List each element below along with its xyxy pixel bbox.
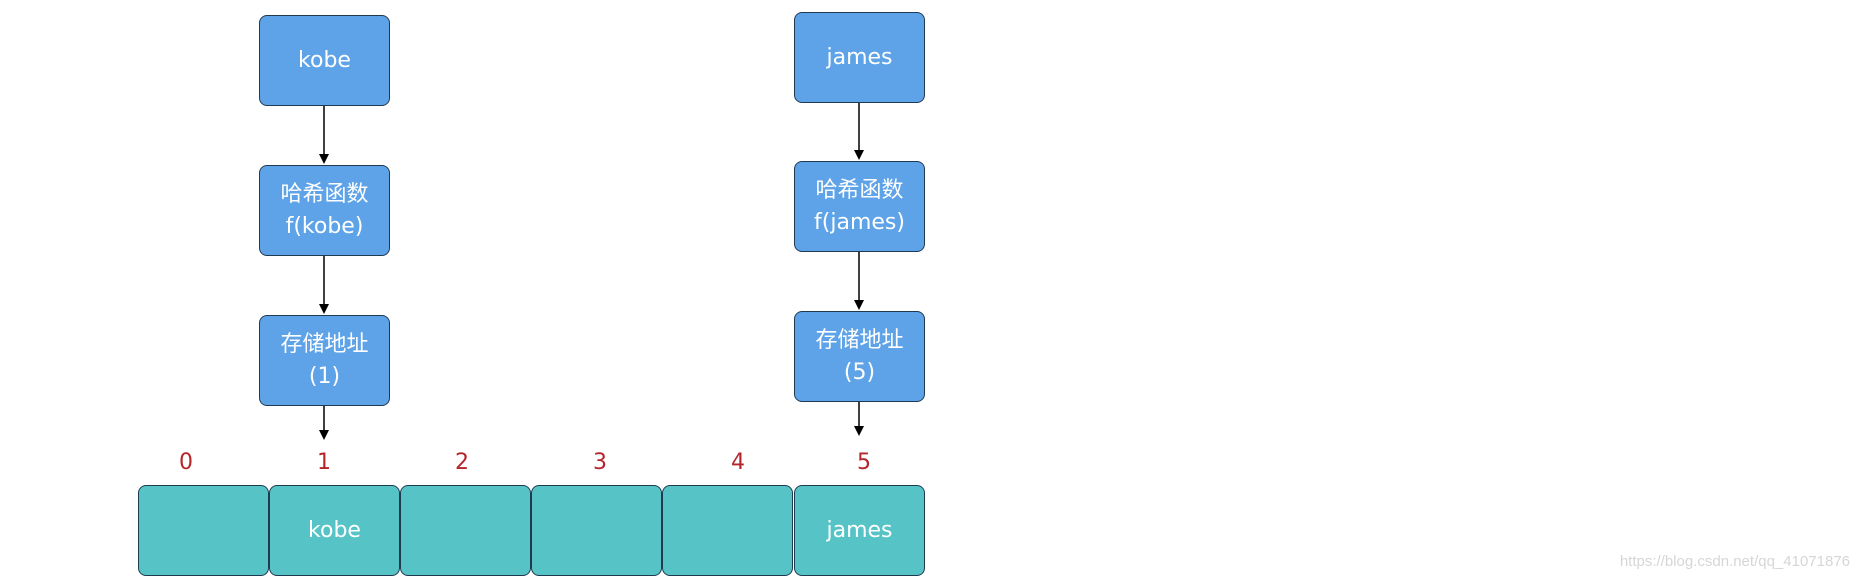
array-cell-5: james — [794, 485, 925, 576]
storage-address-value: (1) — [308, 363, 341, 389]
array-cell-4 — [662, 485, 793, 576]
storage-address-node-james: 存储地址 (5) — [794, 311, 925, 402]
key-node-james: james — [794, 12, 925, 103]
watermark: https://blog.csdn.net/qq_41071876 — [1619, 553, 1850, 570]
array-cell-2 — [400, 485, 531, 576]
storage-address-value: (5) — [843, 359, 876, 385]
hash-function-node-kobe: 哈希函数 f(kobe) — [259, 165, 390, 256]
array-index-5: 5 — [857, 450, 871, 475]
storage-address-title: 存储地址 — [280, 331, 369, 357]
hash-function-title: 哈希函数 — [815, 177, 904, 203]
key-node-kobe: kobe — [259, 15, 390, 106]
hash-function-call: f(james) — [814, 209, 905, 235]
hash-function-node-james: 哈希函数 f(james) — [794, 161, 925, 252]
hash-function-title: 哈希函数 — [280, 181, 369, 207]
hash-function-call: f(kobe) — [285, 213, 364, 239]
array-cell-3 — [531, 485, 662, 576]
array-cell-0 — [138, 485, 269, 576]
storage-address-title: 存储地址 — [815, 327, 904, 353]
array-cell-1: kobe — [269, 485, 400, 576]
storage-address-node-kobe: 存储地址 (1) — [259, 315, 390, 406]
array-index-4: 4 — [731, 450, 745, 475]
array-index-0: 0 — [179, 450, 193, 475]
array-index-3: 3 — [593, 450, 607, 475]
array-index-2: 2 — [455, 450, 469, 475]
array-index-1: 1 — [317, 450, 331, 475]
key-node-kobe-label: kobe — [298, 47, 351, 73]
key-node-james-label: james — [826, 44, 893, 70]
